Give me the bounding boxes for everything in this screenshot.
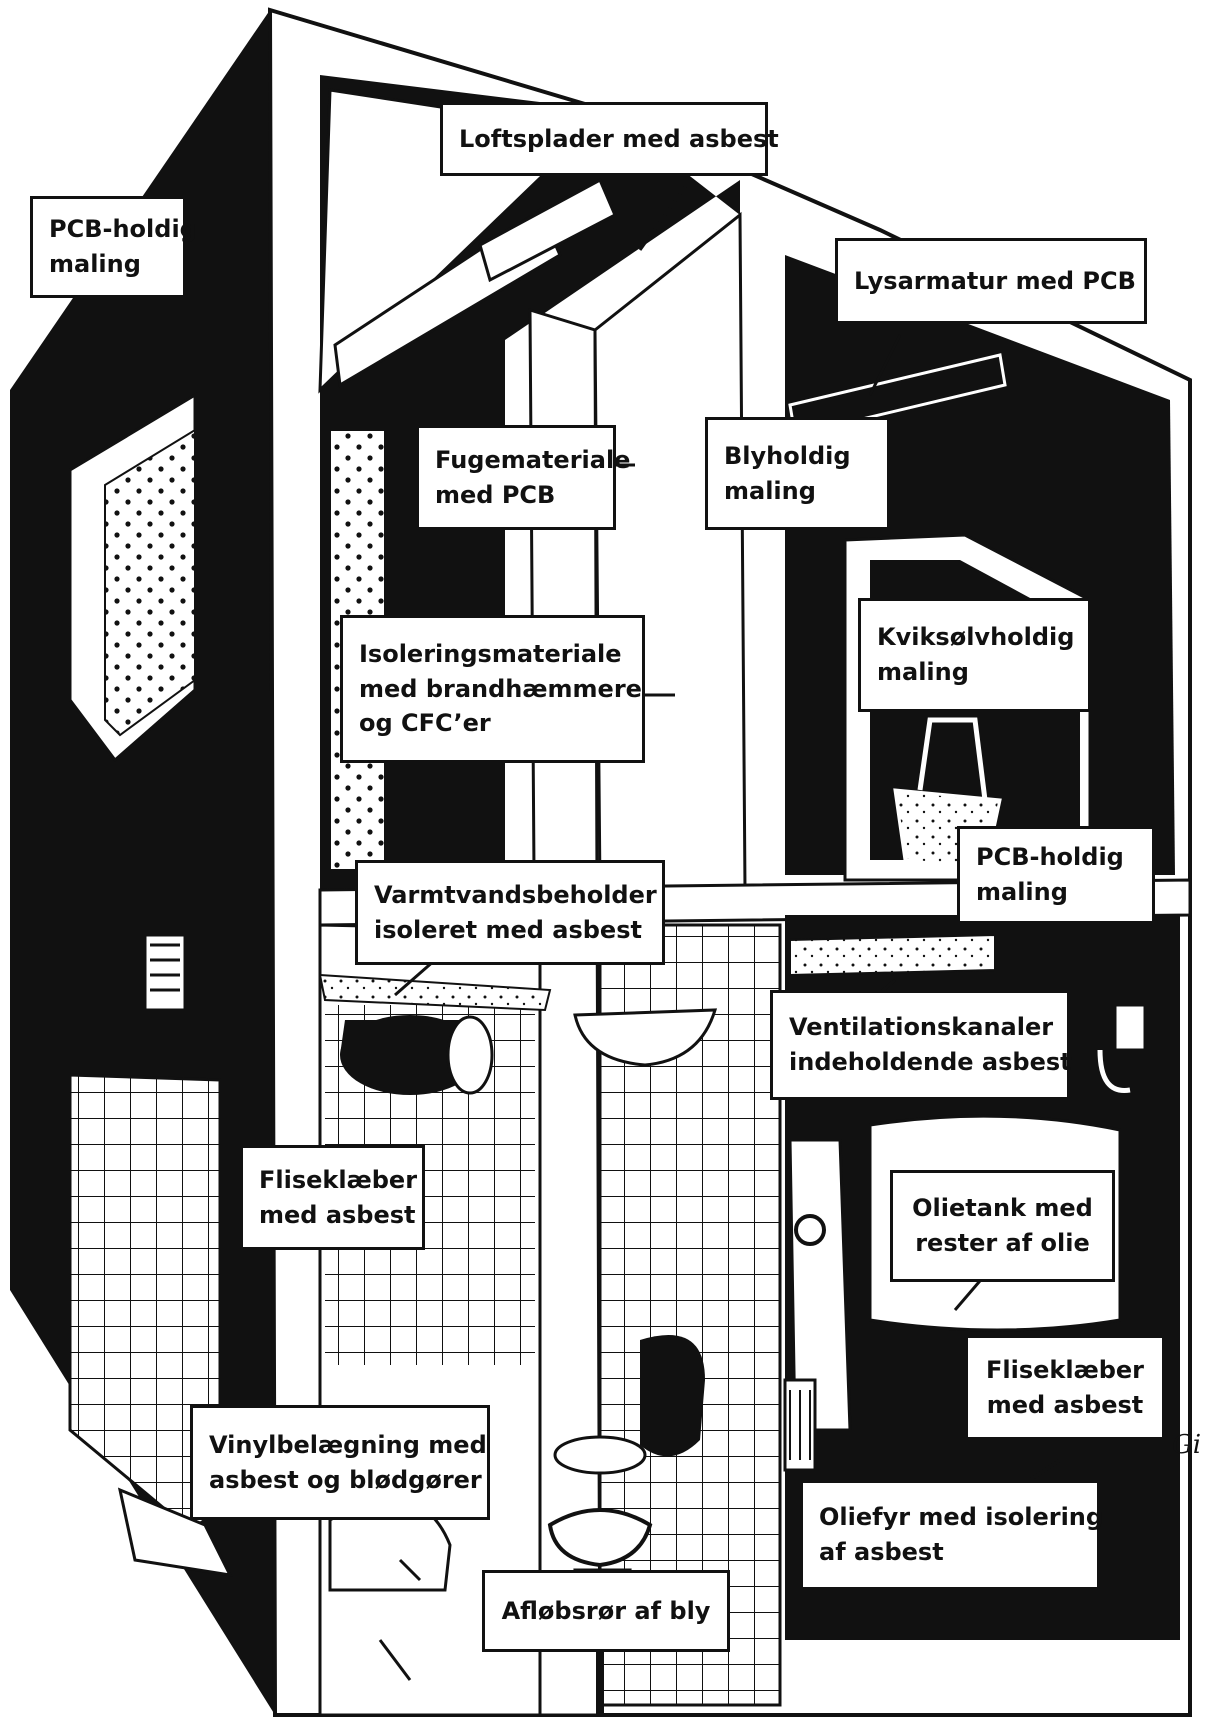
label-kviksolv: Kviksølvholdig maling [858,598,1091,712]
label-isolering-line3: og CFC’er [359,706,626,741]
label-fugemateriale-line1: Fugemateriale [435,443,597,478]
label-fugemateriale-line2: med PCB [435,478,597,513]
label-pcb-top: PCB-holdig maling [30,196,186,298]
label-olietank: Olietank med rester af olie [890,1170,1115,1282]
label-isolering: Isoleringsmateriale med brandhæmmere og … [340,615,645,763]
label-olietank-line1: Olietank med [912,1191,1093,1226]
label-aflobsror-text: Afløbsrør af bly [502,1594,711,1629]
label-varmtvand: Varmtvandsbeholder isoleret med asbest [355,860,665,965]
label-ventilation: Ventilationskanaler indeholdende asbest [770,990,1070,1100]
label-fliseklaeber-right-line2: med asbest [987,1388,1144,1423]
label-ventilation-line2: indeholdende asbest [789,1045,1051,1080]
label-vinyl-line1: Vinylbelægning med [209,1428,471,1463]
label-kviksolv-line1: Kviksølvholdig [877,620,1072,655]
label-lysarmatur-text: Lysarmatur med PCB [854,264,1128,299]
label-pcb-top-line1: PCB-holdig [49,212,167,247]
label-fliseklaeber-left-line2: med asbest [259,1198,406,1233]
label-pcb-top-line2: maling [49,247,167,282]
label-varmtvand-line1: Varmtvandsbeholder [374,878,646,913]
label-fliseklaeber-left-line1: Fliseklæber [259,1163,406,1198]
label-pcb-mid: PCB-holdig maling [957,826,1155,924]
label-olietank-line2: rester af olie [915,1226,1090,1261]
label-isolering-line2: med brandhæmmere [359,672,626,707]
label-fliseklaeber-right: Fliseklæber med asbest [965,1335,1165,1440]
artist-signature: Gi [1172,1430,1201,1460]
label-vinyl: Vinylbelægning med asbest og blødgører [190,1405,490,1520]
label-aflobsror: Afløbsrør af bly [482,1570,730,1652]
label-lysarmatur: Lysarmatur med PCB [835,238,1147,324]
label-blyholdig-line1: Blyholdig [724,439,871,474]
label-pcb-mid-line1: PCB-holdig [976,840,1136,875]
label-oliefyr-line1: Oliefyr med isolering [819,1500,1081,1535]
label-fugemateriale: Fugemateriale med PCB [416,425,616,530]
label-varmtvand-line2: isoleret med asbest [374,913,646,948]
label-blyholdig-line2: maling [724,474,871,509]
label-ventilation-line1: Ventilationskanaler [789,1010,1051,1045]
label-loftsplader: Loftsplader med asbest [440,102,768,176]
label-kviksolv-line2: maling [877,655,1072,690]
label-fliseklaeber-left: Fliseklæber med asbest [240,1145,425,1250]
label-blyholdig: Blyholdig maling [705,417,890,530]
label-fliseklaeber-right-line1: Fliseklæber [986,1353,1144,1388]
label-oliefyr: Oliefyr med isolering af asbest [800,1480,1100,1590]
label-pcb-mid-line2: maling [976,875,1136,910]
label-isolering-line1: Isoleringsmateriale [359,637,626,672]
label-loftsplader-text: Loftsplader med asbest [459,122,749,157]
toilet-tank [640,1335,705,1456]
label-vinyl-line2: asbest og blødgører [209,1463,471,1498]
label-oliefyr-line2: af asbest [819,1535,1081,1570]
